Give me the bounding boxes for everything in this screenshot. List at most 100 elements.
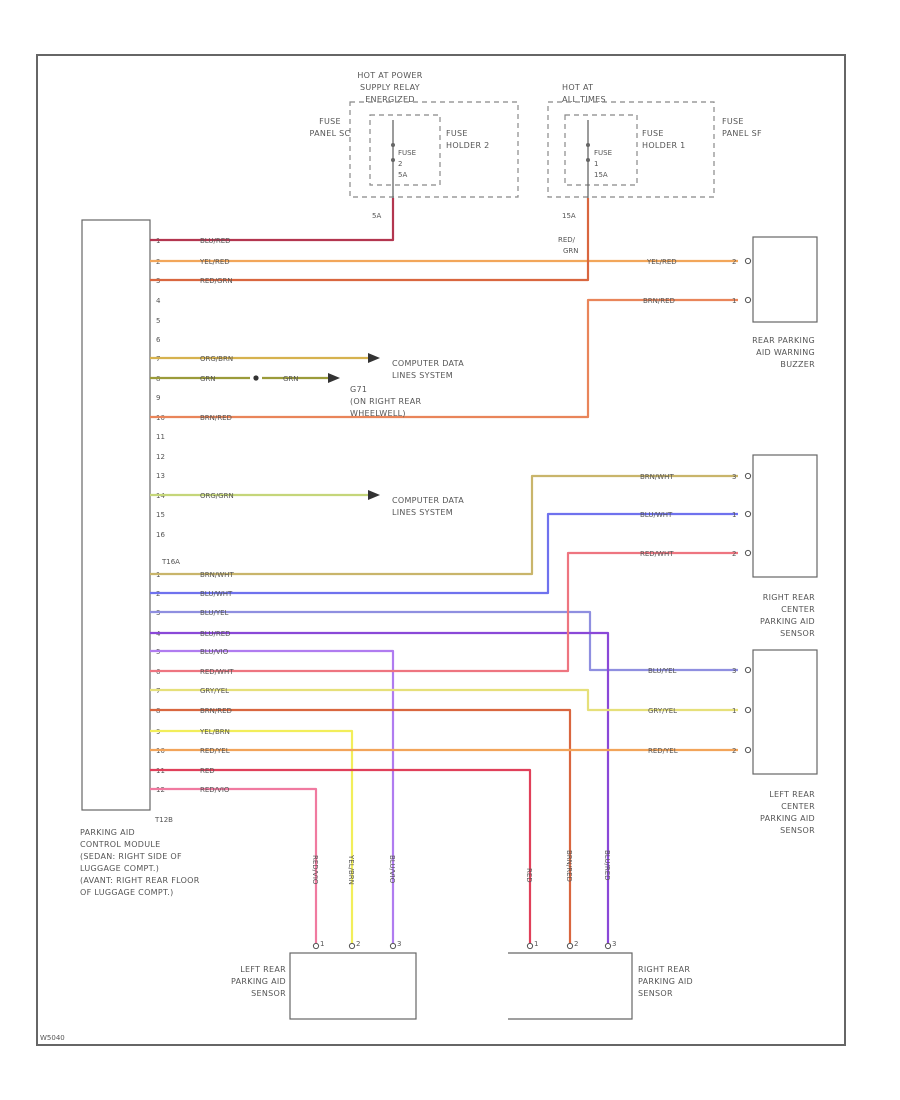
- fuse-2-label-3: 5A: [398, 171, 407, 179]
- fuse-holder-1-label-2: HOLDER 1: [642, 141, 686, 150]
- power-supply-fuse-1: HOT AT ALL TIMES FUSE PANEL SF FUSE HOLD…: [547, 83, 762, 255]
- supply-left-label-3: ENERGIZED: [365, 95, 415, 104]
- connector-pin-icon: [744, 666, 752, 674]
- lcs-name-3: PARKING AID: [760, 814, 815, 823]
- wire-label: BRN/WHT: [200, 571, 234, 579]
- wire-b11-to-right-rear: [150, 768, 532, 945]
- lcs-name-2: CENTER: [781, 802, 815, 811]
- rrs-name-1: RIGHT REAR: [638, 965, 690, 974]
- wire-label: GRN: [200, 375, 216, 383]
- wire-label: BRN/RED: [200, 707, 232, 715]
- rcs-name-3: PARKING AID: [760, 617, 815, 626]
- rcs-pin-1: 1: [732, 511, 736, 519]
- lrs-pin-3: 3: [397, 940, 401, 948]
- wire-label: RED/VIO: [311, 855, 319, 885]
- wire-b6-to-right-center: [150, 551, 738, 673]
- right-rear-parking-aid-sensor: 1 2 3 RIGHT REAR PARKING AID SENSOR: [508, 940, 693, 1020]
- ground-g71-line-2: WHEELWELL): [350, 409, 406, 418]
- t16a-pin-12: 12: [156, 453, 165, 461]
- t16a-pin-9: 9: [156, 394, 160, 402]
- connector-pin-icon: [389, 942, 397, 950]
- lcs-pin-2: 2: [732, 747, 736, 755]
- wire-label: BRN/WHT: [640, 473, 674, 481]
- t16a-pin-13: 13: [156, 472, 165, 480]
- fuse-holder-1-label-1: FUSE: [642, 129, 664, 138]
- wire-b4-to-right-rear: [150, 631, 610, 945]
- wire-labels-left: BLU/RED YEL/RED RED/GRN ORG/BRN GRN GRN …: [199, 237, 299, 794]
- right-center-sensor-box: [752, 454, 818, 578]
- wire-label: BLU/YEL: [648, 667, 677, 675]
- arrow-icon: [368, 490, 380, 500]
- fuse-1-wire-label-1: RED/: [558, 236, 576, 244]
- wire-label: BLU/WHT: [200, 590, 233, 598]
- fuse-holder-2-label-1: FUSE: [446, 129, 468, 138]
- supply-left-label-2: SUPPLY RELAY: [360, 83, 420, 92]
- left-rear-sensor-box: [289, 952, 417, 1020]
- connector-pin-icon: [744, 296, 752, 304]
- wire-label: BLU/RED: [200, 630, 231, 638]
- fuse-2-node-bottom: [391, 158, 395, 162]
- buzzer-name-1: REAR PARKING: [752, 336, 815, 345]
- buzzer-pin-2: 2: [732, 258, 736, 266]
- wire-b9-to-left-rear: [150, 729, 354, 945]
- connector-pin-icon: [744, 472, 752, 480]
- rcs-name-1: RIGHT REAR: [763, 593, 815, 602]
- references: COMPUTER DATA LINES SYSTEM G71 (ON RIGHT…: [350, 359, 464, 517]
- wire-label: BLU/VIO: [388, 855, 396, 884]
- connector-pin-icon: [604, 942, 612, 950]
- buzzer-name-3: BUZZER: [780, 360, 815, 369]
- fuse-2-amp: 5A: [372, 212, 381, 220]
- right-rear-center-parking-aid-sensor: 3 1 2 RIGHT REAR CENTER PARKING AID SENS…: [732, 454, 818, 638]
- lcs-pin-3: 3: [732, 667, 736, 675]
- buzzer-name-2: AID WARNING: [756, 348, 815, 357]
- lcs-name-4: SENSOR: [780, 826, 815, 835]
- rcs-name-4: SENSOR: [780, 629, 815, 638]
- t16a-pin-15: 15: [156, 511, 165, 519]
- buzzer-box: [752, 236, 818, 323]
- wire-label: YEL/RED: [199, 258, 230, 266]
- wire-label: RED: [200, 767, 215, 775]
- connector-pin-icon: [348, 942, 356, 950]
- computer-data-ref-2-line-2: LINES SYSTEM: [392, 508, 453, 517]
- lrs-name-1: LEFT REAR: [240, 965, 286, 974]
- wire-label: YEL/BRN: [199, 728, 230, 736]
- fuse-panel-sc-label-2: PANEL SC: [310, 129, 351, 138]
- control-module-box: [81, 219, 151, 811]
- wire-label: GRY/YEL: [200, 687, 229, 695]
- wire-pin1-to-fuse2: [150, 198, 395, 242]
- computer-data-ref-2-line-1: COMPUTER DATA: [392, 496, 464, 505]
- fuse-2-label-2: 2: [398, 160, 402, 168]
- rcs-pin-3: 3: [732, 473, 736, 481]
- wire-label: BRN/RED: [565, 850, 573, 882]
- wire-label: BLU/RED: [603, 850, 611, 881]
- wire-label: GRN: [283, 375, 299, 383]
- lrs-name-2: PARKING AID: [231, 977, 286, 986]
- supply-right-label-1: HOT AT: [562, 83, 593, 92]
- t16a-pin-11: 11: [156, 433, 165, 441]
- connector-pin-icon: [744, 549, 752, 557]
- lcs-name-1: LEFT REAR: [769, 790, 815, 799]
- fuse-1-wire-label-2: GRN: [563, 247, 579, 255]
- wire-label: RED/WHT: [640, 550, 674, 558]
- wire-label: RED: [525, 868, 533, 883]
- fuse-panel-sf-label-1: FUSE: [722, 117, 744, 126]
- wire-pin10-to-buzzer: [150, 298, 738, 419]
- t16a-pin-4: 4: [156, 297, 161, 305]
- fuse-2-label-1: FUSE: [398, 149, 416, 157]
- rcs-pin-2: 2: [732, 550, 736, 558]
- connector-pin-icon: [744, 510, 752, 518]
- wire-labels-right: YEL/RED BRN/RED BRN/WHT BLU/WHT RED/WHT …: [640, 258, 678, 755]
- lrs-pin-1: 1: [320, 940, 324, 948]
- wire-label: BRN/RED: [200, 414, 232, 422]
- wire-label: RED/VIO: [200, 786, 230, 794]
- connector-pin-icon: [744, 257, 752, 265]
- connector-t16a-label: T16A: [161, 558, 180, 566]
- rrs-pin-1: 1: [534, 940, 538, 948]
- t16a-pin-6: 6: [156, 336, 161, 344]
- fuse-holder-2-box: [369, 114, 441, 186]
- module-name-4: LUGGAGE COMPT.): [80, 864, 159, 873]
- fuse-holder-2-label-2: HOLDER 2: [446, 141, 490, 150]
- wire-label: RED/YEL: [200, 747, 230, 755]
- connector-t12b-label: T12B: [154, 816, 173, 824]
- fuse-1-node-bottom: [586, 158, 590, 162]
